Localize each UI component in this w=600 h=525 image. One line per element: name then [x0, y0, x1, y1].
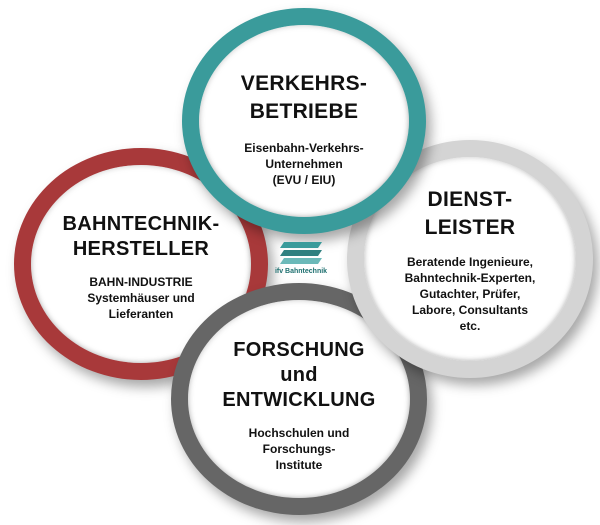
forschung-title: FORSCHUNG und ENTWICKLUNG: [222, 338, 375, 413]
forschung-label: FORSCHUNG und ENTWICKLUNG Hochschulen un…: [171, 338, 427, 473]
forschung-title-line: ENTWICKLUNG: [222, 389, 376, 411]
logo-text: ifv Bahntechnik: [274, 268, 328, 275]
hersteller-description: BAHN-INDUSTRIE Systemhäuser und Lieferan…: [87, 274, 194, 322]
forschung-desc-line: Hochschulen und: [248, 426, 350, 440]
forschung-title-line: und: [280, 364, 318, 386]
verkehr-description: Eisenbahn-Verkehrs- Unternehmen (EVU / E…: [244, 140, 363, 188]
dienstleister-desc-line: Gutachter, Prüfer,: [419, 287, 521, 301]
hersteller-desc-line: BAHN-INDUSTRIE: [89, 275, 193, 289]
dienstleister-desc-line: etc.: [459, 319, 481, 333]
dienstleister-description: Beratende Ingenieure, Bahntechnik-Expert…: [405, 254, 536, 334]
dienstleister-desc-line: Labore, Consultants: [411, 303, 528, 317]
forschung-description: Hochschulen und Forschungs- Institute: [249, 425, 350, 473]
verkehr-title-line: VERKEHRS-: [240, 72, 368, 95]
ifv-logo-icon: [280, 242, 322, 264]
dienstleister-desc-line: Beratende Ingenieure,: [406, 255, 534, 269]
hersteller-desc-line: Systemhäuser und: [87, 291, 195, 305]
dienstleister-title-line: LEISTER: [424, 216, 516, 239]
hersteller-title-line: BAHNTECHNIK-: [62, 213, 220, 235]
verkehr-label: VERKEHRS- BETRIEBE Eisenbahn-Verkehrs- U…: [182, 70, 426, 188]
verkehr-desc-line: Unternehmen: [265, 157, 343, 171]
ifv-logo: ifv Bahntechnik: [271, 240, 331, 282]
dienstleister-label: DIENST- LEISTER Beratende Ingenieure, Ba…: [347, 186, 593, 334]
verkehr-desc-line: (EVU / EIU): [272, 173, 336, 187]
hersteller-title: BAHNTECHNIK- HERSTELLER: [63, 212, 220, 262]
forschung-desc-line: Forschungs-: [262, 442, 336, 456]
dienstleister-title: DIENST- LEISTER: [425, 186, 516, 242]
verkehr-title: VERKEHRS- BETRIEBE: [241, 70, 367, 126]
hersteller-desc-line: Lieferanten: [108, 307, 174, 321]
forschung-desc-line: Institute: [275, 458, 323, 472]
hersteller-title-line: HERSTELLER: [72, 238, 210, 260]
dienstleister-desc-line: Bahntechnik-Experten,: [404, 271, 536, 285]
verkehr-desc-line: Eisenbahn-Verkehrs-: [244, 141, 364, 155]
dienstleister-title-line: DIENST-: [427, 188, 513, 211]
forschung-title-line: FORSCHUNG: [233, 339, 365, 361]
verkehr-title-line: BETRIEBE: [249, 100, 359, 123]
hersteller-label: BAHNTECHNIK- HERSTELLER BAHN-INDUSTRIE S…: [14, 212, 268, 322]
